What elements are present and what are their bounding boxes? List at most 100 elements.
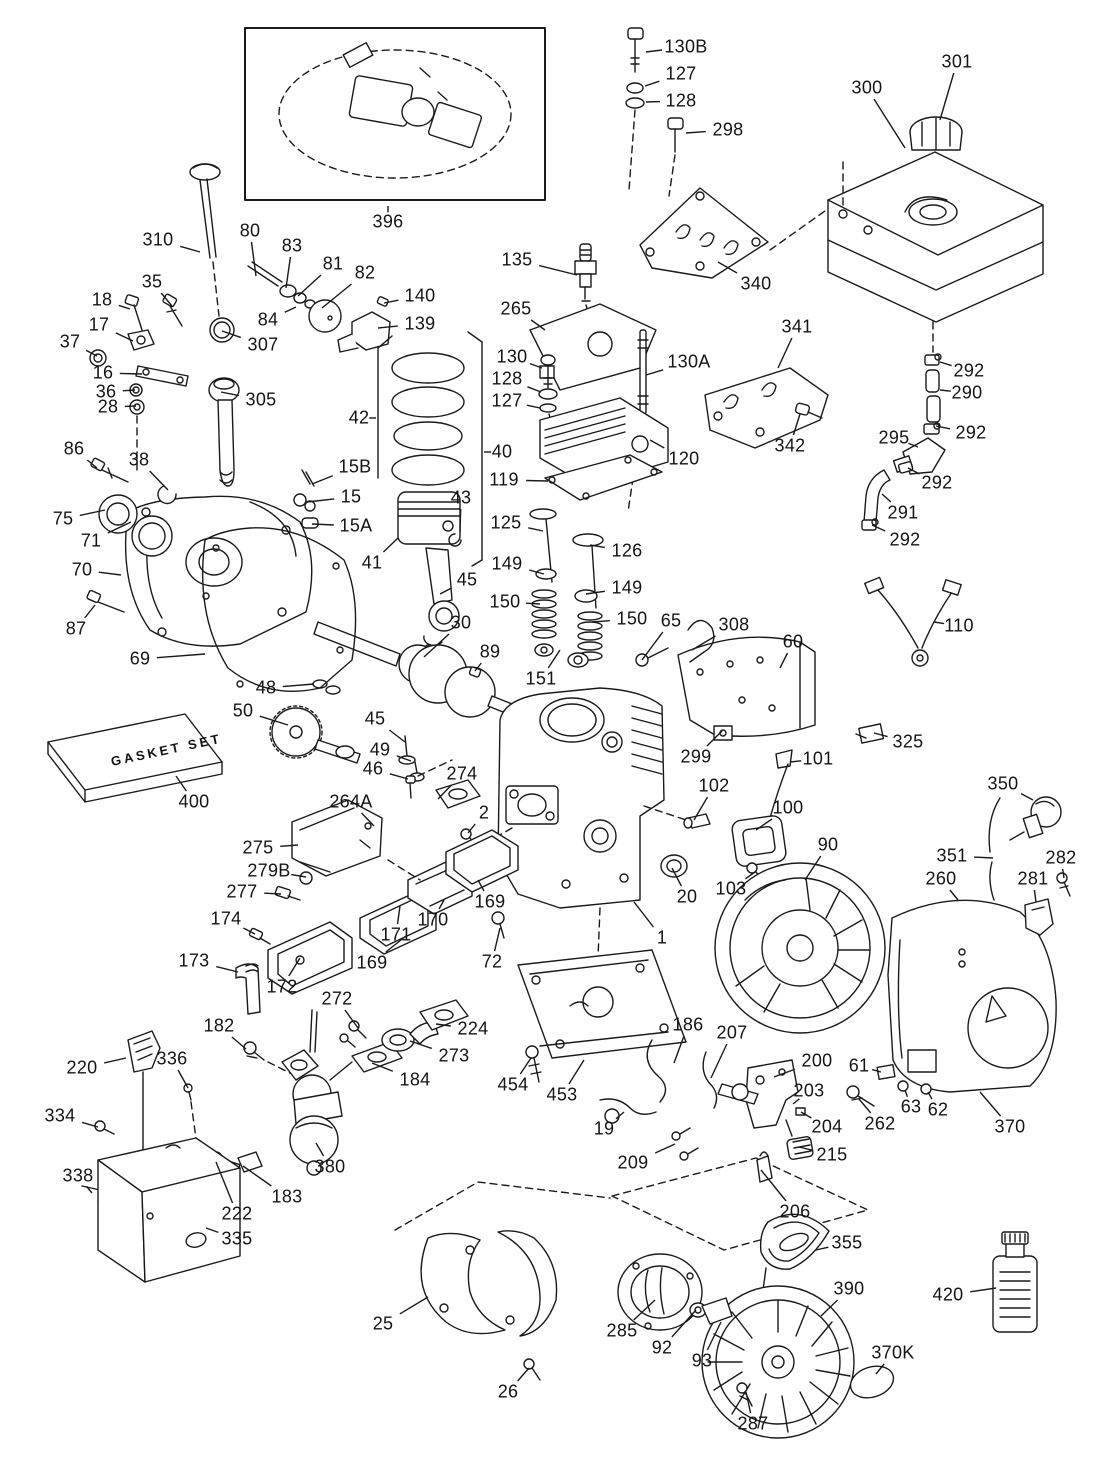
- leader-line: [529, 569, 545, 575]
- part-label-380: 380: [314, 1156, 346, 1177]
- part-label-92: 92: [651, 1337, 673, 1358]
- leader-line: [243, 927, 256, 935]
- part-label-264A: 264A: [329, 791, 373, 812]
- leader-line: [691, 635, 716, 651]
- part-label-305: 305: [245, 389, 277, 410]
- part-label-350: 350: [987, 773, 1019, 794]
- part-label-220: 220: [66, 1057, 98, 1078]
- control-box-art: [81, 1030, 241, 1283]
- leader-line: [361, 812, 375, 827]
- leader-line: [568, 1059, 585, 1085]
- part-label-184: 184: [399, 1069, 431, 1090]
- leader-line: [288, 957, 301, 977]
- part-label-84: 84: [257, 309, 279, 330]
- leader-line: [435, 1023, 451, 1027]
- part-label-355: 355: [831, 1232, 863, 1253]
- leader-line: [477, 879, 485, 892]
- leader-line: [86, 459, 98, 469]
- part-label-119: 119: [489, 469, 519, 490]
- leader-line: [438, 899, 445, 910]
- leader-line: [710, 1043, 728, 1079]
- part-label-93: 93: [691, 1350, 713, 1371]
- leader-line: [385, 935, 407, 953]
- leader-line: [388, 729, 406, 743]
- leader-line: [216, 965, 239, 973]
- crankcase-cover-art: [86, 457, 357, 692]
- leader-line: [792, 1098, 800, 1105]
- part-label-204: 204: [811, 1116, 843, 1137]
- part-label-130: 130: [496, 346, 528, 367]
- leader-line: [779, 652, 789, 669]
- part-label-69: 69: [129, 648, 151, 669]
- leader-line: [858, 1098, 872, 1114]
- leader-line: [745, 1391, 752, 1414]
- part-label-126: 126: [611, 540, 643, 561]
- part-label-81: 81: [322, 253, 344, 274]
- part-label-453: 453: [546, 1084, 578, 1105]
- part-label-110: 110: [944, 615, 974, 636]
- piston-rings-art: [377, 331, 483, 567]
- leader-line: [873, 732, 888, 738]
- part-label-182: 182: [203, 1015, 235, 1036]
- part-label-172: 172: [266, 976, 298, 997]
- leader-line: [693, 796, 709, 821]
- part-label-186: 186: [672, 1014, 704, 1035]
- leader-line: [1061, 868, 1065, 879]
- bracket-340-art: [625, 27, 833, 279]
- leader-line: [82, 1121, 99, 1128]
- leader-line: [744, 871, 756, 880]
- left-hardware-art: [89, 293, 189, 471]
- leader-line: [979, 1091, 1002, 1117]
- leader-line: [907, 467, 920, 475]
- leader-line: [933, 621, 945, 625]
- leader-line: [671, 867, 682, 887]
- part-label-49: 49: [369, 739, 391, 760]
- part-label-18: 18: [91, 289, 113, 310]
- part-label-292: 292: [921, 472, 953, 493]
- part-label-37: 37: [59, 331, 81, 352]
- part-label-173: 173: [178, 950, 210, 971]
- leader-line: [175, 775, 187, 792]
- leader-line: [633, 901, 654, 928]
- leader-line: [939, 72, 955, 121]
- part-label-41: 41: [361, 552, 383, 573]
- part-label-15: 15: [340, 486, 362, 507]
- leader-line: [820, 1299, 839, 1317]
- part-label-103: 103: [715, 878, 747, 899]
- part-label-169: 169: [474, 891, 506, 912]
- leader-line: [645, 49, 663, 53]
- part-label-100: 100: [772, 797, 804, 818]
- leader-line: [615, 1111, 625, 1120]
- leader-line: [259, 715, 289, 726]
- leader-line: [589, 544, 605, 549]
- leader-line: [539, 264, 578, 276]
- leader-line: [673, 1035, 685, 1064]
- leader-line: [949, 889, 959, 901]
- part-label-292: 292: [953, 360, 985, 381]
- leader-line: [177, 1069, 189, 1089]
- leader-line: [641, 631, 664, 661]
- leader-line: [221, 330, 242, 339]
- leader-line: [654, 1143, 676, 1154]
- part-label-90: 90: [817, 834, 839, 855]
- part-label-370K: 370K: [871, 1342, 915, 1363]
- leader-line: [297, 274, 322, 297]
- part-label-325: 325: [892, 731, 924, 752]
- leader-line: [311, 475, 334, 485]
- part-label-128: 128: [491, 368, 523, 389]
- leader-line: [633, 1299, 656, 1321]
- leader-line: [800, 1111, 812, 1119]
- part-label-275: 275: [242, 837, 274, 858]
- leader-line: [437, 784, 452, 800]
- part-label-62: 62: [927, 1099, 949, 1120]
- leader-line: [970, 1287, 997, 1293]
- leader-line: [935, 425, 951, 430]
- leader-line: [525, 602, 541, 605]
- part-label-130B: 130B: [664, 36, 708, 57]
- part-label-207: 207: [716, 1022, 748, 1043]
- part-label-170: 170: [417, 909, 449, 930]
- part-label-36: 36: [95, 381, 117, 402]
- part-label-139: 139: [404, 313, 436, 334]
- leader-line: [872, 1068, 882, 1073]
- part-label-72: 72: [481, 951, 503, 972]
